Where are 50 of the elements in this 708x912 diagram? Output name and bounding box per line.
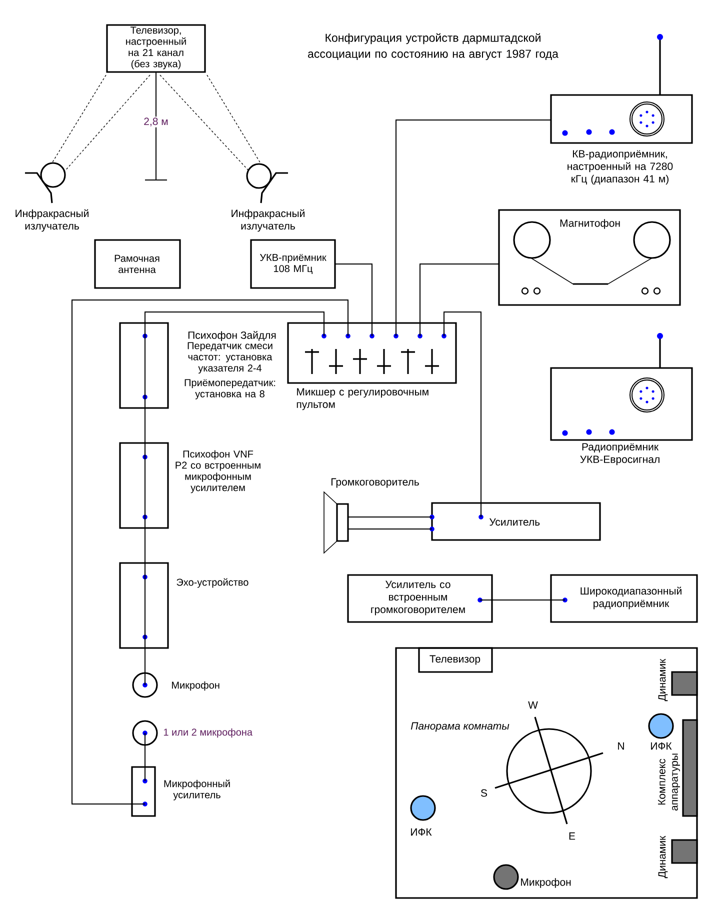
- cable: [334, 264, 372, 336]
- signal-line: [64, 74, 150, 172]
- device-label: Микрофонный усилитель: [164, 780, 230, 800]
- device-label: ИФК: [411, 828, 432, 836]
- compass-label: N: [618, 742, 624, 750]
- cable: [144, 396, 146, 518]
- tape-recorder-drawing: Магнитофон: [498, 209, 681, 306]
- receiver-box: УКВ-приёмник 108 МГц: [250, 239, 336, 289]
- device-label: 1 или 2 микрофона: [164, 728, 252, 738]
- device-label: Радиоприёмник УКВ-Евросигнал: [580, 443, 660, 466]
- antenna-box: Рамочная антенна: [94, 239, 181, 289]
- cable: [144, 516, 146, 638]
- device-label: Динамик: [658, 658, 668, 702]
- device-label: Инфракрасный излучатель: [16, 209, 88, 232]
- tv-box: Телевизор: [418, 647, 493, 673]
- device-label: Микрофон: [172, 681, 220, 691]
- cable: [420, 264, 500, 336]
- device-label: Громкоговоритель: [331, 478, 419, 488]
- device-label: Психофон VNF P2 со встроенным микрофонным усилителем: [176, 450, 260, 494]
- device-label: Инфракрасный излучатель: [232, 209, 304, 232]
- device-label: Приёмопередатчик: установка на 8: [184, 379, 276, 400]
- amplifier-box: Усилитель со встроенным громкоговорителем: [347, 574, 493, 623]
- cable: [348, 528, 432, 530]
- cable: [396, 120, 552, 336]
- dimension-label: 2,8 м: [142, 116, 170, 128]
- cable: [348, 516, 432, 518]
- amplifier-box: Усилитель: [430, 502, 601, 541]
- receiver-box: Широкодиапазонный радиоприёмник: [550, 574, 698, 623]
- signal-line: [160, 74, 250, 172]
- device-label: Динамик: [658, 836, 668, 878]
- device-label: ИФК: [651, 742, 672, 750]
- compass-label: W: [528, 701, 538, 709]
- title: Конфигурация устройств дармштадской ассоциации по состоянию на август 1987 года: [308, 33, 558, 60]
- cable: [144, 312, 324, 398]
- cable: [444, 312, 482, 518]
- device-label: Микшер с регулировочным пультом: [296, 388, 428, 410]
- device-label: Психофон Зайдля: [188, 331, 276, 341]
- signal-line: [206, 74, 262, 164]
- cable: [144, 732, 146, 782]
- cable: [72, 300, 348, 804]
- device-label: Микрофон: [521, 878, 571, 888]
- tv-box: Телевизор, настроенный на 21 канал (без звука): [106, 24, 206, 73]
- cable: [144, 636, 146, 686]
- device-label: Эхо-устройство: [176, 578, 248, 588]
- compass-label: E: [569, 832, 576, 840]
- signal-line: [52, 74, 106, 164]
- device-label: КВ-радиоприёмник, настроенный на 7280 кГц (диапазон 41 м): [568, 150, 673, 185]
- device-label: Передатчик смеси частот: установка указателя 2-4: [188, 342, 272, 374]
- device-label: Комплекс аппаратуры: [658, 754, 680, 811]
- compass-label: S: [480, 789, 488, 797]
